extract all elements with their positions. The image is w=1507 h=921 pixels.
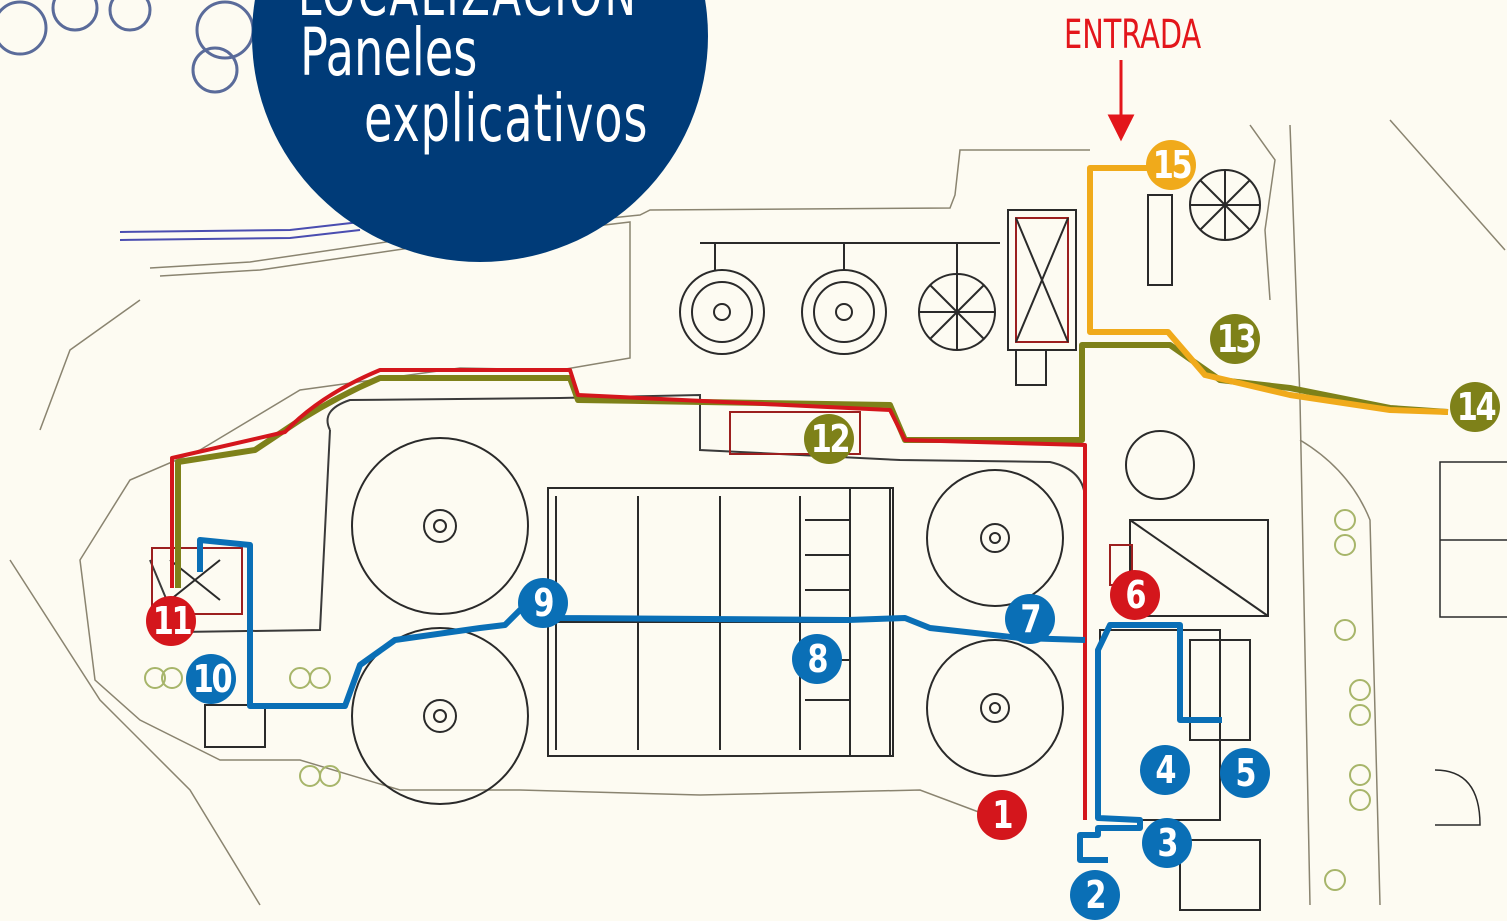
basin-outline — [326, 393, 1086, 640]
site-boundary — [9, 119, 1506, 906]
marker-12[interactable]: 12 — [804, 414, 854, 464]
marker-12-number: 12 — [810, 417, 850, 461]
marker-10[interactable]: 10 — [186, 654, 236, 704]
pretreatment-building — [1099, 519, 1269, 911]
marker-2-number: 2 — [1085, 873, 1107, 917]
marker-9[interactable]: 9 — [518, 578, 568, 628]
marker-6[interactable]: 6 — [1110, 570, 1160, 620]
marker-5-number: 5 — [1235, 751, 1257, 795]
marker-9-number: 9 — [533, 581, 555, 625]
marker-8[interactable]: 8 — [792, 634, 842, 684]
marker-3[interactable]: 3 — [1142, 818, 1192, 868]
canal — [119, 221, 361, 241]
parking-lot — [1434, 461, 1507, 826]
building-12 — [729, 411, 861, 455]
shrubs — [144, 509, 1371, 891]
marker-15[interactable]: 15 — [1146, 140, 1196, 190]
marker-7-number: 7 — [1020, 597, 1042, 641]
marker-7[interactable]: 7 — [1005, 594, 1055, 644]
route-blue — [197, 537, 1222, 863]
marker-2[interactable]: 2 — [1070, 870, 1120, 920]
marker-15-number: 15 — [1152, 143, 1192, 187]
marker-1[interactable]: 1 — [977, 790, 1027, 840]
marker-14-number: 14 — [1456, 385, 1496, 429]
marker-8-number: 8 — [807, 637, 829, 681]
marker-5[interactable]: 5 — [1220, 748, 1270, 798]
title-line-3: explicativos — [364, 80, 649, 157]
bubbles-decoration — [0, 0, 255, 94]
marker-13[interactable]: 13 — [1210, 314, 1260, 364]
route-red — [170, 368, 1087, 820]
entrance-label: ENTRADA — [1064, 12, 1202, 58]
title-line-1: LOCALIZACIÓN — [298, 0, 638, 30]
marker-10-number: 10 — [192, 657, 232, 701]
marker-14[interactable]: 14 — [1450, 382, 1500, 432]
marker-4[interactable]: 4 — [1140, 745, 1190, 795]
marker-13-number: 13 — [1216, 317, 1256, 361]
title-line-2: Paneles — [300, 14, 478, 91]
top-tanks — [679, 242, 1000, 355]
marker-6-number: 6 — [1125, 573, 1147, 617]
marker-4-number: 4 — [1155, 748, 1177, 792]
route-olive — [175, 342, 1449, 588]
marker-11-number: 11 — [152, 599, 192, 643]
marker-11[interactable]: 11 — [146, 596, 196, 646]
marker-3-number: 3 — [1157, 821, 1179, 865]
control-building — [1007, 209, 1077, 386]
marker-1-number: 1 — [992, 793, 1014, 837]
clarifiers — [351, 430, 1195, 805]
thickener — [1147, 169, 1261, 286]
route-orange — [1087, 165, 1449, 415]
entrance-arrow — [1107, 60, 1135, 142]
